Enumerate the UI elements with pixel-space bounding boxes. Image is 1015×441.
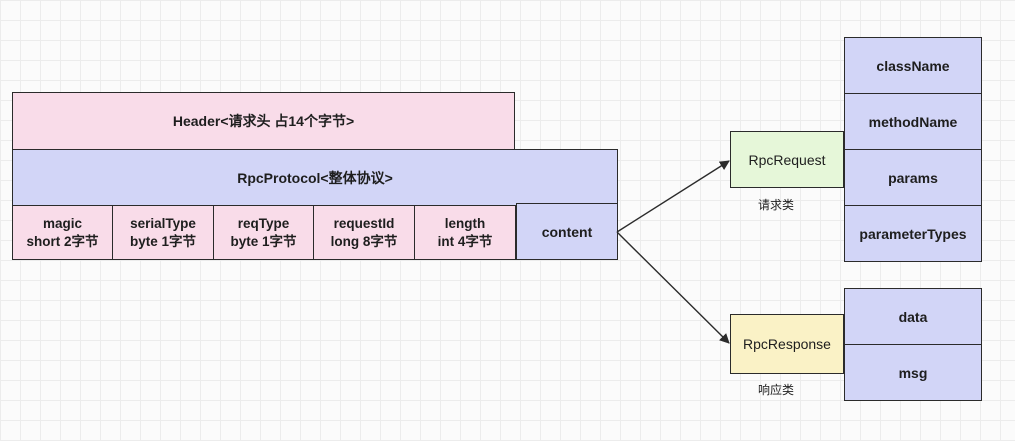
field-label: parameterTypes	[859, 225, 967, 242]
request-caption: 请求类	[758, 198, 795, 212]
arrow-to-request	[616, 160, 730, 233]
field-label: data	[898, 308, 928, 325]
field-detail: byte 1字节	[230, 233, 297, 249]
field-label: methodName	[868, 113, 958, 130]
arrow-to-response	[616, 231, 730, 344]
rpc-response-label: RpcResponse	[743, 336, 831, 352]
field-serial-type: serialType byte 1字节	[112, 205, 214, 260]
request-field-parameter-types: parameterTypes	[844, 205, 982, 262]
field-label: params	[888, 169, 938, 186]
field-name: magic	[42, 215, 83, 231]
field-request-id: requestId long 8字节	[313, 205, 415, 260]
content-box: content	[516, 203, 618, 260]
rpc-protocol-label: RpcProtocol<整体协议>	[237, 169, 393, 186]
rpc-request-label: RpcRequest	[748, 151, 826, 168]
field-name: serialType	[130, 215, 196, 231]
response-field-msg: msg	[844, 344, 982, 401]
request-field-class-name: className	[844, 37, 982, 94]
field-label: className	[876, 57, 950, 74]
field-detail: long 8字节	[330, 233, 398, 249]
rpc-response-box: RpcResponse	[730, 314, 844, 374]
field-detail: short 2字节	[26, 233, 99, 249]
field-name: length	[444, 215, 486, 231]
request-field-params: params	[844, 149, 982, 206]
field-req-type: reqType byte 1字节	[213, 205, 314, 260]
field-label: msg	[898, 364, 928, 381]
field-name: requestId	[333, 215, 395, 231]
header-label: Header<请求头 占14个字节>	[172, 113, 355, 129]
header-box: Header<请求头 占14个字节>	[12, 92, 515, 150]
rpc-protocol-box: RpcProtocol<整体协议>	[12, 149, 618, 206]
field-magic: magic short 2字节	[12, 205, 113, 260]
content-label: content	[541, 223, 593, 240]
field-length: length int 4字节	[414, 205, 516, 260]
field-detail: int 4字节	[437, 233, 493, 249]
response-field-data: data	[844, 288, 982, 345]
response-caption: 响应类	[758, 383, 795, 397]
field-name: reqType	[237, 215, 290, 231]
field-detail: byte 1字节	[129, 233, 197, 249]
request-field-method-name: methodName	[844, 93, 982, 150]
rpc-request-box: RpcRequest	[730, 131, 844, 188]
